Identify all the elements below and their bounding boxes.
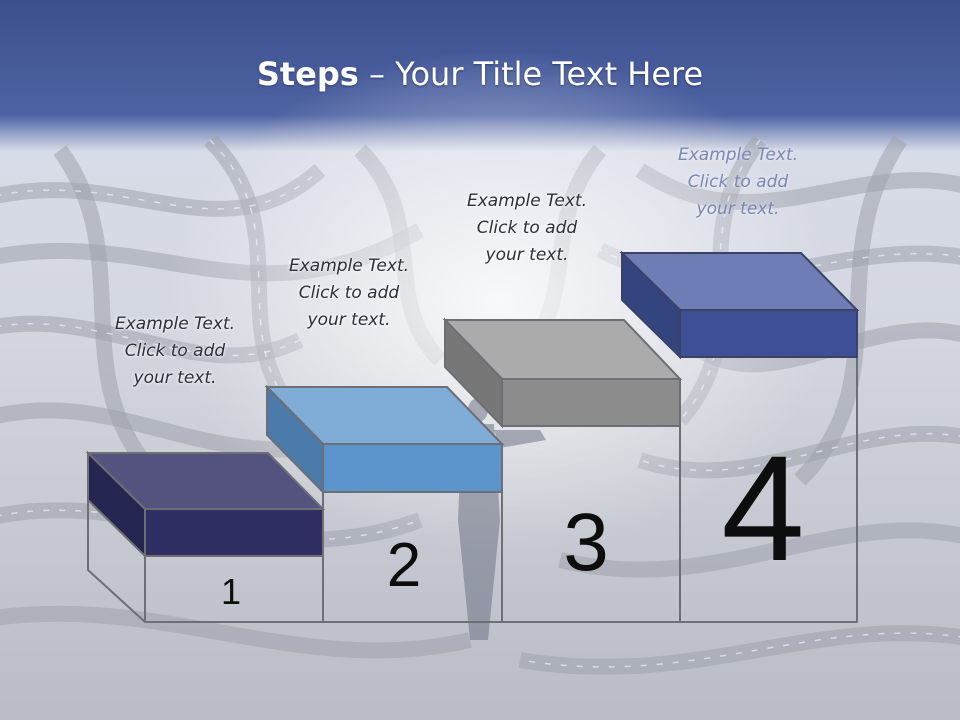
caption-line: Example Text. bbox=[677, 145, 799, 165]
caption-line: Click to add bbox=[687, 172, 789, 192]
step-block-4[interactable] bbox=[619, 250, 860, 360]
step-caption-4[interactable]: Example Text. Click to add your text. bbox=[653, 142, 823, 223]
caption-line: your text. bbox=[485, 245, 569, 265]
step-caption-2[interactable]: Example Text. Click to add your text. bbox=[264, 253, 434, 334]
title-rest: – Your Title Text Here bbox=[358, 55, 704, 93]
step-block-1[interactable] bbox=[85, 450, 326, 559]
caption-line: Click to add bbox=[124, 341, 226, 361]
step-number-3: 3 bbox=[563, 497, 609, 588]
step-caption-1[interactable]: Example Text. Click to add your text. bbox=[90, 311, 260, 392]
step-caption-3[interactable]: Example Text. Click to add your text. bbox=[442, 188, 612, 269]
step-number-2: 2 bbox=[387, 531, 421, 600]
step-number-4: 4 bbox=[721, 424, 804, 592]
caption-line: Example Text. bbox=[288, 256, 410, 276]
caption-line: Click to add bbox=[476, 218, 578, 238]
step-block-2[interactable] bbox=[264, 384, 505, 495]
step-number-1: 1 bbox=[221, 571, 241, 612]
caption-line: Click to add bbox=[298, 283, 400, 303]
caption-line: Example Text. bbox=[466, 191, 588, 211]
slide-title[interactable]: Steps – Your Title Text Here bbox=[0, 52, 960, 96]
step-block-3[interactable] bbox=[442, 317, 683, 429]
caption-line: Example Text. bbox=[114, 314, 236, 334]
caption-line: your text. bbox=[696, 199, 780, 219]
caption-line: your text. bbox=[133, 368, 217, 388]
title-bold: Steps bbox=[256, 55, 359, 93]
caption-line: your text. bbox=[307, 310, 391, 330]
